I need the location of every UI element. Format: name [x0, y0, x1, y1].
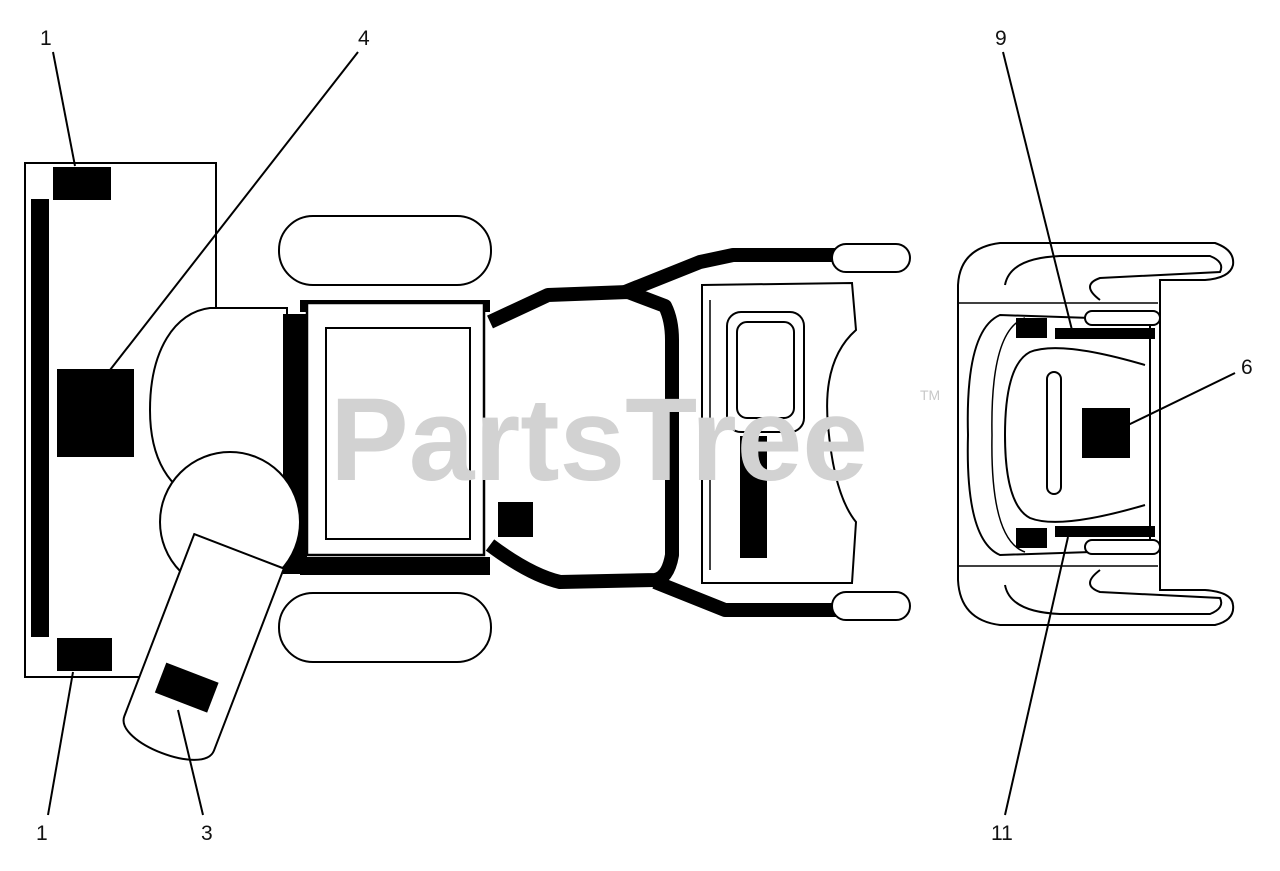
leader-1-top — [52, 51, 76, 167]
callout-1-bottom: 1 — [36, 822, 48, 845]
callout-4: 4 — [358, 27, 370, 50]
rear-wheel-bottom — [278, 592, 492, 663]
callout-11: 11 — [991, 822, 1013, 845]
mid-frame — [485, 285, 679, 589]
seat-back-contour — [1003, 347, 1146, 523]
leader-9 — [1002, 51, 1073, 331]
callout-3: 3 — [201, 822, 213, 845]
watermark: PartsTree TM — [330, 374, 940, 506]
leader-4 — [109, 51, 359, 371]
leader-3 — [177, 709, 204, 816]
leader-11 — [1004, 536, 1069, 816]
frame-bar-bottom — [300, 557, 490, 575]
leader-lines — [47, 51, 1236, 816]
decal-1-bottom — [57, 638, 112, 671]
watermark-text: PartsTree — [330, 374, 868, 506]
decal-11 — [1055, 526, 1155, 537]
discharge-chute — [122, 532, 286, 761]
decal-4 — [57, 369, 134, 457]
armrest-bottom — [1004, 569, 1223, 615]
rail-bottom — [652, 575, 836, 617]
seat-handle-slot — [1046, 371, 1062, 495]
decal-seat-bottom-left — [1016, 528, 1047, 548]
callout-9: 9 — [995, 27, 1007, 50]
handle-grip-top — [831, 243, 911, 273]
leader-6 — [1127, 372, 1236, 426]
callout-1-top: 1 — [40, 27, 52, 50]
decal-panel-strip — [740, 436, 767, 558]
deck-front-bar — [31, 199, 49, 637]
leader-1-bottom — [47, 671, 74, 816]
decal-small-center — [498, 502, 533, 537]
callout-6: 6 — [1241, 356, 1253, 379]
engine-cover-inner — [325, 327, 471, 540]
bolster-bottom — [1084, 539, 1161, 555]
rear-wheel-top — [278, 215, 492, 286]
decal-3 — [154, 662, 219, 713]
seat-side-contour — [991, 317, 1026, 553]
bolster-top — [1084, 310, 1161, 326]
rail-top — [622, 248, 836, 299]
watermark-trademark: TM — [920, 387, 940, 403]
tractor-body — [122, 215, 911, 761]
panel-display-inner — [736, 321, 795, 419]
handle-grip-bottom — [831, 591, 911, 621]
decal-6 — [1082, 408, 1130, 458]
decal-1-top — [53, 167, 111, 200]
decal-9 — [1055, 328, 1155, 339]
armrest-top — [1004, 255, 1223, 301]
callouts: 1 4 9 6 1 3 11 — [36, 27, 1253, 845]
seat-view — [957, 242, 1235, 626]
decal-seat-top-left — [1016, 318, 1047, 338]
